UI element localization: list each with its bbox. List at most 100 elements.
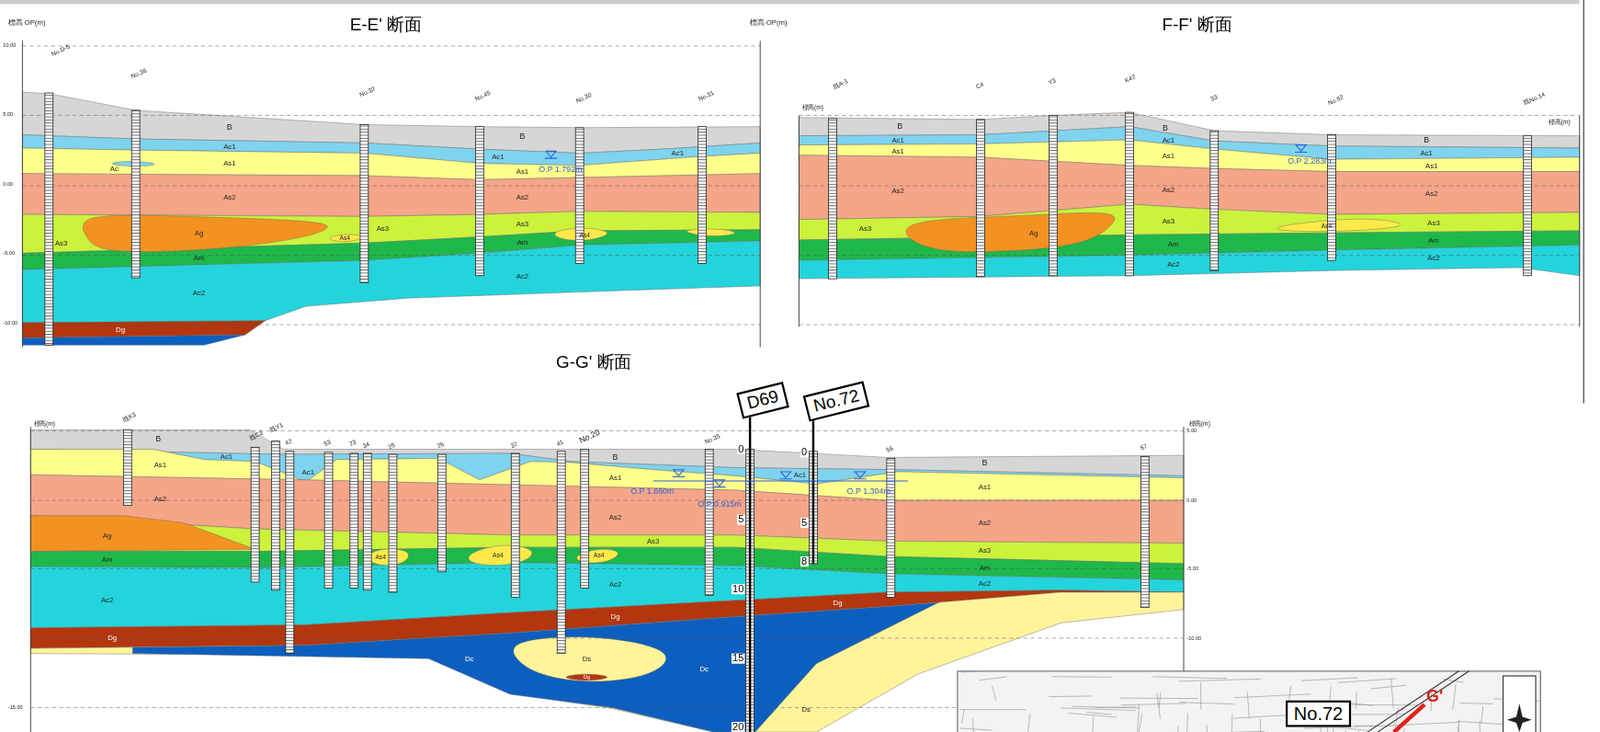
layer-name: As1 — [1162, 151, 1175, 159]
water-level-symbol — [672, 469, 685, 477]
layer-name: As1 — [978, 483, 991, 491]
map-street — [1345, 729, 1348, 732]
layer-name: As1 — [1425, 161, 1438, 170]
layer-name: As3 — [859, 225, 872, 233]
layer-name: As2 — [223, 192, 236, 201]
borehole-name: 既No.14 — [1522, 90, 1546, 106]
north-arrow — [1507, 703, 1532, 732]
map-street — [1179, 702, 1235, 704]
elevation-grid — [798, 185, 1579, 187]
map-street — [1391, 678, 1395, 708]
layer-name: Am — [193, 253, 205, 261]
axis-label: -15.00 — [8, 704, 23, 711]
elevation-grid — [30, 636, 1184, 638]
borehole-name: K42 — [1123, 73, 1137, 84]
layer-name: Dg — [583, 673, 591, 680]
layer-name: Ac2 — [192, 289, 205, 297]
depth-number: 15 — [731, 653, 746, 664]
map-street — [1404, 727, 1407, 732]
layer-name: Ac1 — [220, 452, 233, 460]
layer-name: As3 — [1162, 216, 1175, 225]
water-level-label: O.P 1.304m — [847, 487, 891, 497]
borehole-name: 既K3 — [122, 410, 137, 422]
soil-lens — [1277, 218, 1401, 231]
map-street — [992, 685, 997, 701]
water-level-symbol — [713, 479, 726, 488]
axis-label: -5.00 — [1186, 566, 1199, 572]
layer-name: Ac1 — [302, 467, 315, 476]
layer-name: As1 — [154, 460, 167, 468]
borehole-log — [1210, 130, 1219, 271]
borehole-name: No.32 — [358, 85, 376, 99]
map-street — [1186, 712, 1189, 732]
map-railway — [1367, 669, 1460, 732]
map-street — [1458, 720, 1510, 725]
map-street — [1120, 697, 1199, 700]
borehole-log — [510, 453, 520, 598]
layer-name: As2 — [891, 187, 904, 195]
water-level-label: O.P 1.792m — [538, 165, 582, 174]
borehole-name: 34 — [362, 440, 372, 449]
map-street — [1091, 715, 1094, 732]
map-street — [1459, 702, 1493, 704]
layer-name: Ac1 — [891, 136, 904, 144]
borehole-log — [271, 441, 280, 591]
borehole-name: No.30 — [575, 91, 593, 105]
borehole-name: 57 — [1139, 442, 1149, 452]
borehole-name: No.D-5 — [50, 43, 71, 57]
layer-name: B — [1162, 124, 1169, 133]
borehole-name: 56 — [885, 444, 895, 454]
borehole-name: 既C3 — [248, 429, 264, 441]
depth-number: 5 — [737, 514, 745, 525]
map-frame — [956, 669, 1541, 732]
section-title: F-F' 断面 — [1161, 15, 1232, 34]
map-street — [1121, 703, 1186, 705]
borehole-name: No.62 — [1327, 93, 1345, 107]
map-street — [1138, 713, 1142, 732]
section-frame — [22, 40, 23, 347]
map-street — [1371, 684, 1408, 689]
axis-label: -10.00 — [1186, 635, 1202, 641]
layer-name: As4 — [340, 234, 351, 241]
map-street — [1051, 675, 1112, 677]
layer-name: Ac1 — [671, 149, 684, 158]
map-street — [1152, 676, 1227, 679]
borehole-log — [1327, 135, 1337, 261]
axis-label: 標高(m) — [802, 103, 824, 111]
borehole-name: 33 — [1209, 93, 1219, 103]
soil-lens — [329, 234, 363, 242]
layer-name: B — [982, 459, 988, 468]
layer-name: Ac2 — [1167, 260, 1180, 269]
borehole-log — [250, 446, 260, 582]
borehole-log — [123, 429, 132, 505]
layer-name: Ds — [582, 654, 592, 662]
layer-name: As4 — [492, 552, 503, 559]
soil-layer — [30, 515, 255, 552]
map-street — [960, 708, 1027, 710]
callout-text: D69 — [745, 386, 782, 414]
layer-name: Ac — [110, 164, 119, 172]
layer-name: Ac1 — [794, 470, 806, 478]
border-line — [1583, 0, 1585, 404]
layer-name: As1 — [516, 168, 529, 176]
soil-lens — [566, 673, 607, 681]
elevation-grid — [30, 499, 1184, 501]
soil-lens — [513, 636, 667, 681]
depth-number: 0 — [800, 446, 808, 457]
water-level-symbol — [779, 471, 792, 479]
layer-name: Ds — [801, 705, 811, 714]
axis-label: 標高(m) — [1548, 119, 1570, 126]
layer-name: Ac2 — [516, 272, 529, 280]
callout-box: D69 — [737, 381, 791, 419]
borehole-log — [1140, 455, 1149, 607]
soil-layer — [22, 334, 245, 345]
soil-lens — [906, 212, 1115, 251]
borehole-log — [360, 124, 369, 283]
map-street — [1060, 707, 1136, 711]
layer-name: Ac1 — [1420, 149, 1433, 158]
map-street — [1219, 730, 1266, 732]
map-street — [1479, 720, 1482, 732]
borehole-name: No.20 — [578, 428, 602, 445]
layer-name: B — [896, 122, 903, 131]
map-street — [1355, 729, 1359, 732]
